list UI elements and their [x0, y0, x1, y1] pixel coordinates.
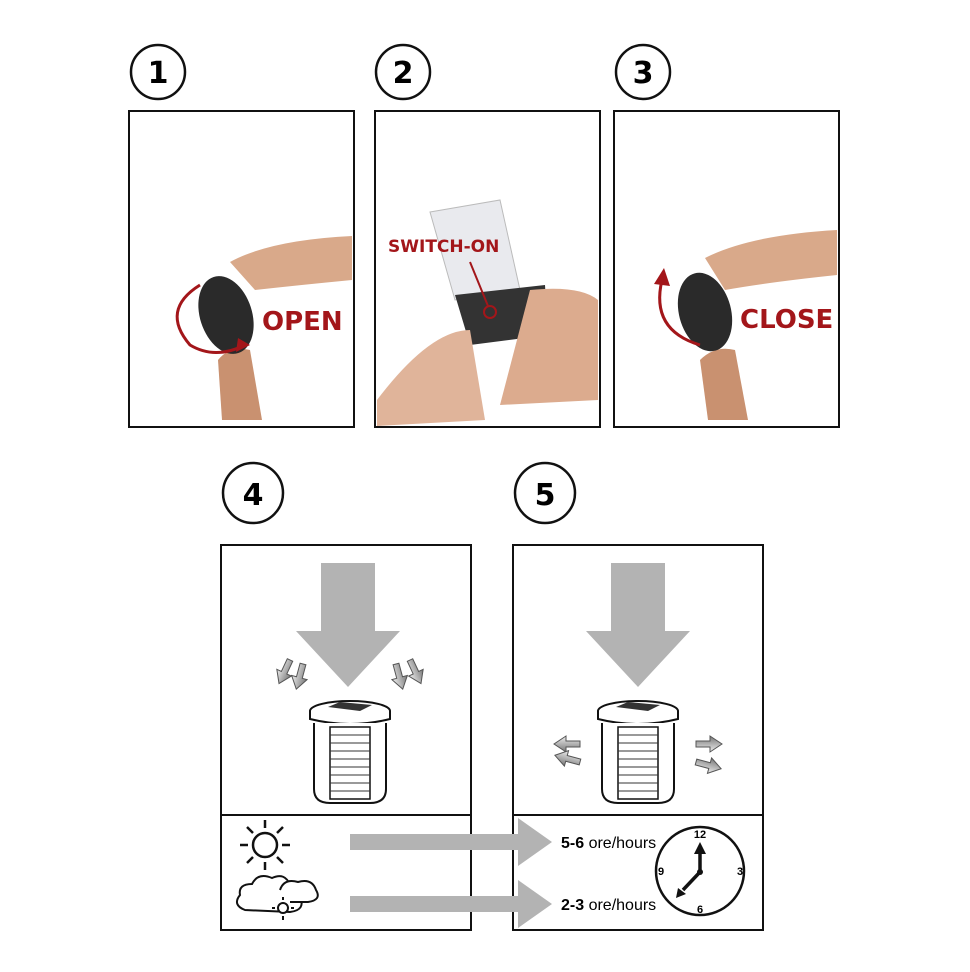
sun-icon [240, 820, 290, 870]
lamp-photo [677, 272, 733, 352]
svg-text:6: 6 [697, 904, 703, 916]
svg-text:1: 1 [148, 56, 169, 91]
solar-lamp-icon [309, 700, 391, 804]
step-1-badge: 1 [129, 43, 187, 101]
svg-text:SWITCH-ON: SWITCH-ON [388, 237, 499, 257]
svg-text:12: 12 [694, 829, 706, 841]
sunny-charge-arrow-icon [350, 818, 552, 866]
lamp-photo [198, 276, 254, 354]
svg-text:5: 5 [535, 478, 556, 513]
step-5-panel: 12 3 6 9 [512, 544, 764, 931]
step-2-badge: 2 [374, 43, 432, 101]
svg-text:9: 9 [658, 866, 664, 878]
svg-text:3: 3 [737, 866, 743, 878]
clock-icon: 12 3 6 9 [654, 825, 746, 917]
rotate-arrow-icon [175, 283, 246, 354]
switch-marker-icon [483, 305, 497, 319]
step-2-panel: SWITCH-ON [374, 110, 601, 428]
step-5-badge: 5 [513, 461, 577, 525]
sunny-charge-time: 5-6 ore/hours [561, 835, 656, 852]
svg-text:OPEN: OPEN [262, 307, 343, 337]
svg-text:CLOSE: CLOSE [740, 305, 833, 335]
step-3-panel: CLOSE [613, 110, 840, 428]
cloudy-charge-arrow-icon [350, 880, 552, 928]
step-4-badge: 4 [221, 461, 285, 525]
rotate-arrow-icon [658, 279, 701, 347]
svg-text:2: 2 [393, 56, 414, 91]
svg-text:3: 3 [633, 56, 654, 91]
step-3-badge: 3 [614, 43, 672, 101]
cloudy-charge-time: 2-3 ore/hours [561, 897, 656, 914]
solar-lamp-icon [597, 700, 679, 804]
step-4-panel [220, 544, 472, 931]
step-1-panel: OPEN [128, 110, 355, 428]
svg-text:4: 4 [243, 478, 264, 513]
cloudy-icon [235, 875, 319, 920]
